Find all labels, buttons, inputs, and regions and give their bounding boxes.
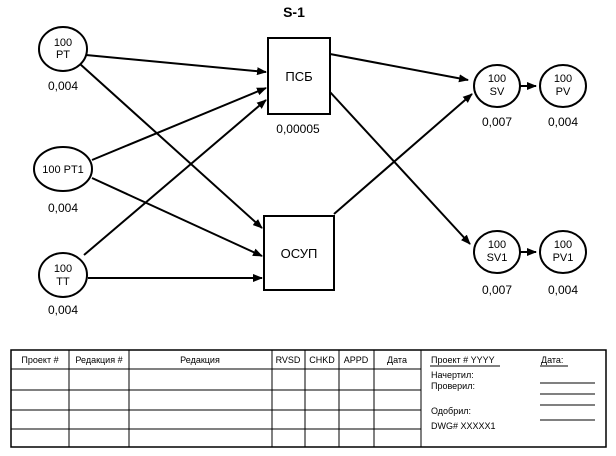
node-tt-line2: TT xyxy=(56,276,70,288)
header-rvsd: RVSD xyxy=(276,355,301,365)
node-pv1-value: 0,004 xyxy=(548,283,578,297)
node-pt-line1: 100 xyxy=(54,37,72,49)
edge-pt1-osup xyxy=(91,177,263,257)
node-pt1-value: 0,004 xyxy=(48,201,78,215)
checked-label: Проверил: xyxy=(431,381,475,391)
title-block-frame xyxy=(10,349,607,448)
node-sv1-line1: 100 xyxy=(488,239,506,251)
approved-label: Одобрил: xyxy=(431,406,471,416)
node-pt1-line1: 100 PT1 xyxy=(42,164,84,176)
edge-pt1-psb xyxy=(91,87,267,161)
edge-pt-osup xyxy=(79,63,263,229)
node-tt-line1: 100 xyxy=(54,263,72,275)
header-chkd: CHKD xyxy=(309,355,335,365)
node-sv: 100 SV 0,007 xyxy=(473,64,521,129)
diagram-title: S-1 xyxy=(283,4,305,20)
node-sv1-value: 0,007 xyxy=(482,283,512,297)
edge-osup-sv xyxy=(333,93,473,215)
project-label: Проект # YYYY xyxy=(431,355,495,365)
header-revision-num: Редакция # xyxy=(75,355,122,365)
dwg-label: DWG# XXXXX1 xyxy=(431,421,496,431)
node-sv-value: 0,007 xyxy=(482,115,512,129)
node-pv1: 100 PV1 0,004 xyxy=(539,230,587,297)
node-pt1: 100 PT1 0,004 xyxy=(33,146,93,215)
edge-tt-psb xyxy=(83,99,267,256)
header-appd: APPD xyxy=(344,355,369,365)
node-pv1-line1: 100 xyxy=(554,239,572,251)
node-tt-value: 0,004 xyxy=(48,303,78,317)
title-block: Проект # Редакция # Редакция RVSD CHKD A… xyxy=(10,349,607,448)
node-pv1-line2: PV1 xyxy=(553,252,574,264)
node-psb: ПСБ 0,00005 xyxy=(267,37,331,136)
header-revision: Редакция xyxy=(180,355,220,365)
node-pt-value: 0,004 xyxy=(48,79,78,93)
node-pt: 100 PT 0,004 xyxy=(38,26,88,93)
title-block-grid xyxy=(11,350,595,447)
connectors xyxy=(79,53,537,282)
node-pv-value: 0,004 xyxy=(548,115,578,129)
edge-psb-sv1 xyxy=(329,91,471,245)
drawn-label: Начертил: xyxy=(431,370,474,380)
node-sv-line2: SV xyxy=(490,86,505,98)
node-tt: 100 TT 0,004 xyxy=(38,252,88,317)
header-project-num: Проект # xyxy=(21,355,58,365)
node-psb-value: 0,00005 xyxy=(276,122,320,136)
node-osup: ОСУП xyxy=(263,215,335,291)
node-sv1: 100 SV1 0,007 xyxy=(473,230,521,297)
edge-pt-psb xyxy=(85,54,267,76)
node-pv: 100 PV 0,004 xyxy=(539,64,587,129)
node-psb-label: ПСБ xyxy=(285,69,312,84)
node-sv-line1: 100 xyxy=(488,73,506,85)
date-label: Дата: xyxy=(541,355,563,365)
node-osup-label: ОСУП xyxy=(281,246,318,261)
edge-psb-sv xyxy=(329,53,469,83)
node-pt-line2: PT xyxy=(56,49,70,61)
node-pv-line1: 100 xyxy=(554,73,572,85)
node-pv-line2: PV xyxy=(556,86,571,98)
header-date: Дата xyxy=(387,355,407,365)
node-sv1-line2: SV1 xyxy=(487,252,508,264)
